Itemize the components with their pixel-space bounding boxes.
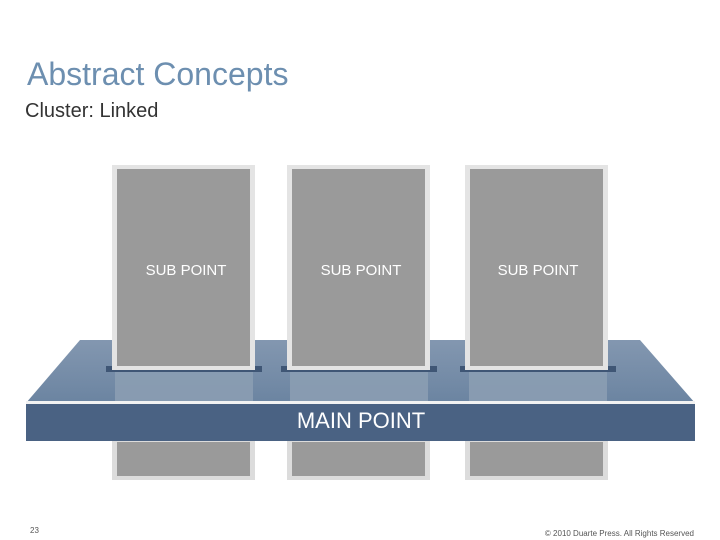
sub-point-pillar-2 — [287, 165, 430, 370]
page-number: 23 — [30, 526, 39, 535]
pillar-reflection-2 — [287, 440, 430, 480]
slide-subtitle: Cluster: Linked — [25, 100, 159, 122]
sub-point-pillar-1 — [112, 165, 255, 370]
sub-point-label-1: SUB POINT — [145, 262, 227, 279]
sub-point-label-2: SUB POINT — [320, 262, 402, 279]
sub-point-pillar-3 — [465, 165, 608, 370]
main-point-band — [26, 404, 695, 441]
copyright-notice: © 2010 Duarte Press. All Rights Reserved — [544, 529, 694, 538]
pillar-reflection-3 — [465, 440, 608, 480]
main-point-label: MAIN POINT — [296, 408, 426, 433]
pillar-reflection-1 — [112, 440, 255, 480]
band-edge — [26, 401, 695, 404]
slide-title: Abstract Concepts — [27, 56, 289, 92]
sub-point-label-3: SUB POINT — [497, 262, 579, 279]
